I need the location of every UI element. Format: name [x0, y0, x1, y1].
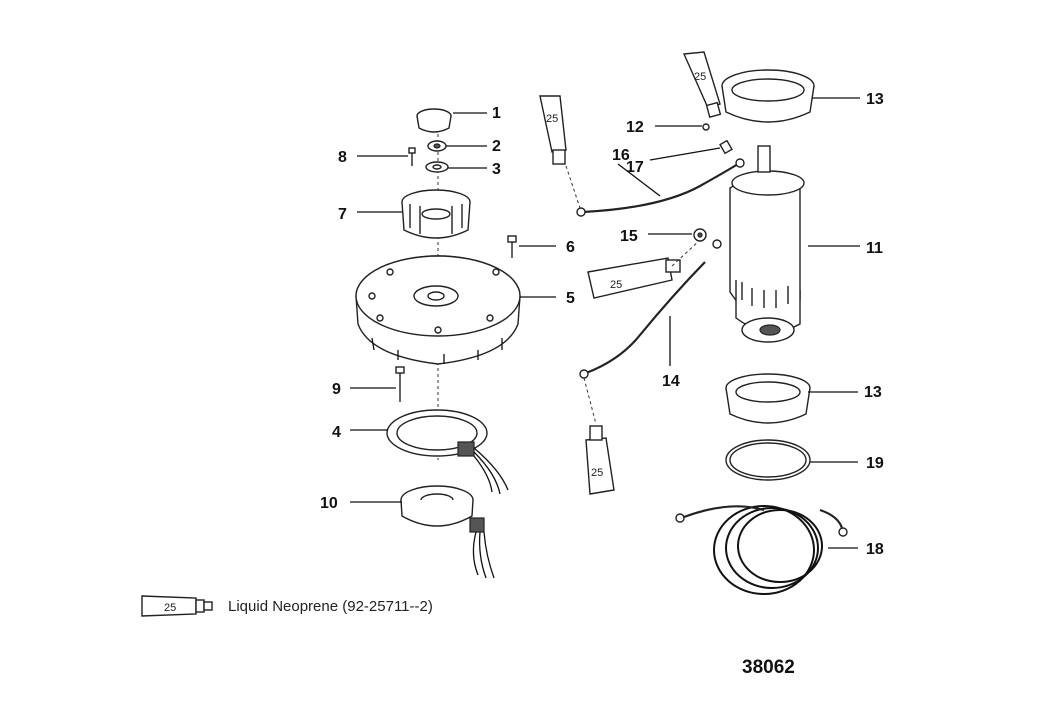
- callout-12: 12: [626, 119, 644, 136]
- callout-16: 16: [612, 147, 630, 164]
- callout-18: 18: [866, 541, 884, 558]
- part-18-coiled-cable: [675, 505, 848, 595]
- part-3-washer: [425, 161, 449, 173]
- svg-text:25: 25: [164, 602, 176, 614]
- callout-2: 2: [492, 138, 501, 155]
- callout-11: 11: [866, 240, 883, 257]
- svg-text:25: 25: [591, 467, 603, 479]
- callout-6: 6: [566, 239, 575, 256]
- part-14-cable: [579, 239, 722, 425]
- part-9-bolt: [395, 366, 405, 402]
- callout-4: 4: [332, 424, 341, 441]
- part-4-ring: [386, 409, 509, 495]
- callout-15: 15: [620, 228, 638, 245]
- part-6-screw: [507, 235, 517, 258]
- part-13-end-cap-bottom: [725, 373, 811, 424]
- part-2-nut: [427, 140, 447, 152]
- part-1-cap: [416, 108, 452, 133]
- legend-tube-icon: 25: [141, 595, 213, 617]
- svg-text:25: 25: [610, 279, 622, 291]
- callout-3: 3: [492, 161, 501, 178]
- callout-19: 19: [866, 455, 884, 472]
- callout-13-top: 13: [866, 91, 884, 108]
- part-7-starter-cup: [401, 189, 471, 239]
- svg-text:25: 25: [546, 113, 558, 125]
- part-8-screw: [408, 147, 416, 166]
- callout-7: 7: [338, 206, 347, 223]
- callout-13-bottom: 13: [864, 384, 882, 401]
- part-16-cable: [565, 158, 745, 217]
- sealant-tube-top-right: 25: [682, 51, 722, 118]
- part-5-flywheel: [355, 255, 521, 365]
- callout-9: 9: [332, 381, 341, 398]
- part-17-terminal: [719, 139, 733, 155]
- callout-17: 17: [626, 159, 644, 176]
- part-13-end-cap-top: [721, 69, 815, 123]
- part-12-nut: [702, 123, 710, 131]
- part-19-o-ring: [725, 439, 811, 481]
- sealant-tube-top-left: 25: [539, 95, 567, 165]
- svg-text:25: 25: [694, 71, 706, 83]
- sealant-tube-bottom: 25: [585, 425, 615, 495]
- callout-14: 14: [662, 373, 680, 390]
- part-10-stator: [400, 485, 495, 579]
- legend-text: Liquid Neoprene (92-25711--2): [228, 598, 433, 615]
- part-11-starter-motor: [729, 145, 805, 343]
- callout-10: 10: [320, 495, 338, 512]
- sealant-tube-middle: 25: [587, 257, 681, 299]
- legend: 25 Liquid Neoprene (92-25711--2): [141, 595, 433, 617]
- callout-8: 8: [338, 149, 347, 166]
- figure-number: 38062: [742, 657, 795, 678]
- part-15-nut: [693, 228, 707, 242]
- callout-5: 5: [566, 290, 575, 307]
- callout-1: 1: [492, 105, 501, 122]
